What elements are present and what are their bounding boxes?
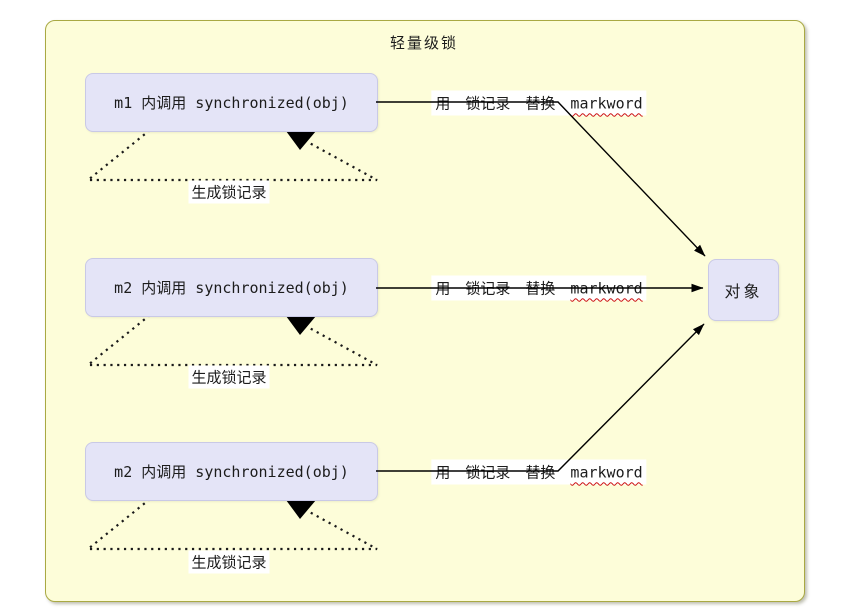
edge-label-markword: markword bbox=[570, 279, 643, 298]
edge-label-m2b-obj: 用 锁记录 替换 markword bbox=[431, 459, 647, 485]
loop-label-m2a: 生成锁记录 bbox=[188, 365, 270, 389]
node-m1-synchronized: m1 内调用 synchronized(obj) bbox=[85, 73, 378, 132]
edge-label-m1-obj: 用 锁记录 替换 markword bbox=[431, 90, 647, 116]
node-object: 对象 bbox=[708, 259, 779, 321]
edge-label-markword: markword bbox=[570, 463, 643, 482]
loop-label-m1: 生成锁记录 bbox=[188, 180, 270, 204]
edge-label-text: 用 锁记录 替换 bbox=[435, 94, 556, 113]
edge-label-text: 用 锁记录 替换 bbox=[435, 279, 556, 298]
frame-title: 轻量级锁 bbox=[389, 34, 458, 52]
edge-label-m2a-obj: 用 锁记录 替换 markword bbox=[431, 275, 647, 301]
edge-label-markword: markword bbox=[570, 94, 643, 113]
node-m2a-synchronized: m2 内调用 synchronized(obj) bbox=[85, 258, 378, 317]
loop-label-m2b: 生成锁记录 bbox=[188, 550, 270, 574]
edge-label-text: 用 锁记录 替换 bbox=[435, 463, 556, 482]
node-m2b-synchronized: m2 内调用 synchronized(obj) bbox=[85, 442, 378, 501]
